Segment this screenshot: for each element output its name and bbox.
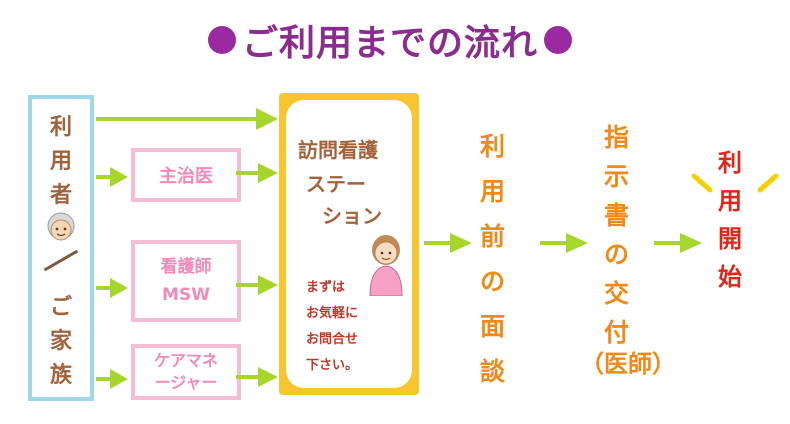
instruction-char-1: 指 <box>604 123 630 152</box>
family-char-2: 家 <box>49 329 72 354</box>
start-char-3: 開 <box>718 225 742 253</box>
separator-slash <box>43 249 79 272</box>
doctor-box: 主治医 <box>131 148 241 202</box>
bullet-dot-icon <box>544 26 572 54</box>
station-title-line2: ステー <box>306 172 366 196</box>
user-char-1: 利 <box>49 115 72 140</box>
instruction-char-4: の <box>604 240 630 269</box>
instruction-char-2: 示 <box>604 162 630 191</box>
user-char-2: 用 <box>49 149 72 174</box>
station-title-line1: 訪問看護 <box>298 138 378 162</box>
arrow-user-to-care-manager <box>96 369 128 389</box>
interview-char-2: 用 <box>480 177 506 206</box>
nursing-station-inner: 訪問看護 ステー ション まずは お気軽に お問合せ 下さい。 <box>286 100 412 388</box>
family-char-1: ご <box>49 295 72 320</box>
user-family-box: 利 用 者 ご 家 族 <box>28 95 94 401</box>
doctor-label: 主治医 <box>159 166 213 187</box>
start-char-1: 利 <box>718 149 742 177</box>
elderly-person-icon <box>47 212 75 241</box>
arrow-interview-to-instruction <box>540 233 588 253</box>
care-manager-label-2: ージャー <box>154 373 218 392</box>
instruction-char-3: 書 <box>604 201 630 230</box>
note-line-2: お気軽に <box>306 306 359 321</box>
interview-char-4: の <box>480 267 506 296</box>
note-line-3: お問合せ <box>306 332 359 347</box>
sparkle-icon <box>691 173 779 193</box>
page-title: ご利用までの流れ <box>180 12 600 68</box>
start-char-2: 用 <box>718 187 742 215</box>
arrow-care-manager-to-station <box>236 367 278 387</box>
care-manager-label-1: ケアマネ <box>153 351 218 370</box>
family-char-3: 族 <box>49 363 72 388</box>
interview-char-6: 談 <box>480 357 506 386</box>
arrow-instruction-to-start <box>654 233 702 253</box>
arrow-user-to-nurse <box>96 278 128 298</box>
arrow-station-to-interview <box>424 233 472 253</box>
station-title-line3: ション <box>322 204 382 228</box>
instruction-char-6: 付 <box>604 318 630 347</box>
interview-char-1: 利 <box>480 132 506 161</box>
step-start: 利 用 開 始 <box>718 144 742 296</box>
interview-char-5: 面 <box>480 312 506 341</box>
interview-char-3: 前 <box>480 222 506 251</box>
note-line-4: 下さい。 <box>306 358 359 373</box>
nurse-msw-box: 看護師 MSW <box>131 240 241 322</box>
contact-note: まずは お気軽に お問合せ 下さい。 <box>306 275 406 379</box>
step-interview: 利 用 前 の 面 談 <box>480 124 505 394</box>
instruction-note: （医師） <box>580 350 676 378</box>
bullet-dot-icon <box>207 26 236 54</box>
arrow-nurse-to-station <box>236 275 278 295</box>
care-manager-box: ケアマネ ージャー <box>131 344 241 400</box>
arrow-doctor-to-station <box>236 163 278 183</box>
nurse-label: 看護師 <box>160 257 212 277</box>
msw-label: MSW <box>162 285 210 305</box>
title-text: ご利用までの流れ <box>241 23 538 64</box>
nurse-icon <box>369 235 403 296</box>
arrow-user-to-station <box>96 108 278 130</box>
arrow-user-to-doctor <box>96 167 128 187</box>
nursing-station-box: 訪問看護 ステー ション まずは お気軽に お問合せ 下さい。 <box>279 93 419 395</box>
start-char-4: 始 <box>718 263 742 291</box>
step-instruction: 指 示 書 の 交 付 <box>604 118 629 352</box>
instruction-char-5: 交 <box>604 279 630 308</box>
user-char-3: 者 <box>49 183 72 208</box>
note-line-1: まずは <box>306 280 346 295</box>
